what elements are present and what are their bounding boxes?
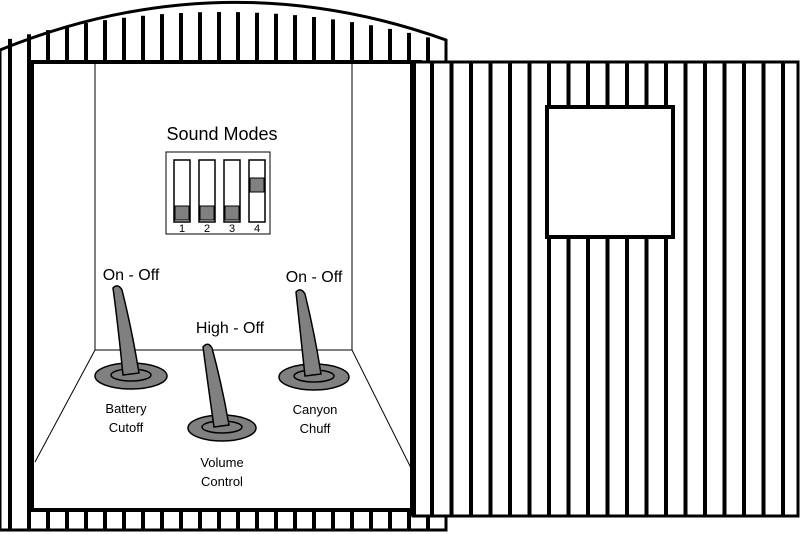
battery-cutoff-mode-label: On - Off: [103, 267, 160, 284]
canyon-chuff-mode-label: On - Off: [286, 269, 343, 286]
sound-modes-title: Sound Modes: [166, 124, 277, 144]
volume-control-toggle[interactable]: High - Off Volume Control: [187, 320, 265, 489]
volume-control-name-line1: Volume: [200, 455, 243, 470]
canyon-chuff-lever[interactable]: [295, 289, 322, 377]
volume-control-mode-label: High - Off: [196, 320, 265, 337]
battery-cutoff-name-line1: Battery: [105, 401, 147, 416]
dip-switch-4-label: 4: [254, 223, 260, 235]
right-door: [410, 60, 800, 518]
dip-switch-block: 1 2 3 4: [165, 151, 271, 235]
dip-switch-4-knob: [249, 177, 265, 193]
dip-switch-3-knob: [224, 205, 240, 221]
dip-switch-1-knob: [174, 205, 190, 221]
left-cabinet-shell: [0, 0, 448, 532]
battery-cutoff-lever[interactable]: [112, 285, 140, 376]
volume-control-lever[interactable]: [202, 343, 230, 428]
battery-cutoff-toggle[interactable]: On - Off Battery Cutoff: [94, 267, 168, 435]
canyon-chuff-name-line1: Canyon: [293, 402, 338, 417]
battery-cutoff-name-line2: Cutoff: [109, 420, 144, 435]
dip-switch-3-label: 3: [229, 223, 235, 235]
dip-switch-2-label: 2: [204, 223, 210, 235]
canyon-chuff-toggle[interactable]: On - Off Canyon Chuff: [278, 269, 350, 436]
door-window: [545, 105, 675, 239]
dip-switch-2-knob: [199, 205, 215, 221]
dip-switch-1-label: 1: [179, 223, 185, 235]
volume-control-name-line2: Control: [201, 474, 243, 489]
canyon-chuff-name-line2: Chuff: [300, 421, 331, 436]
